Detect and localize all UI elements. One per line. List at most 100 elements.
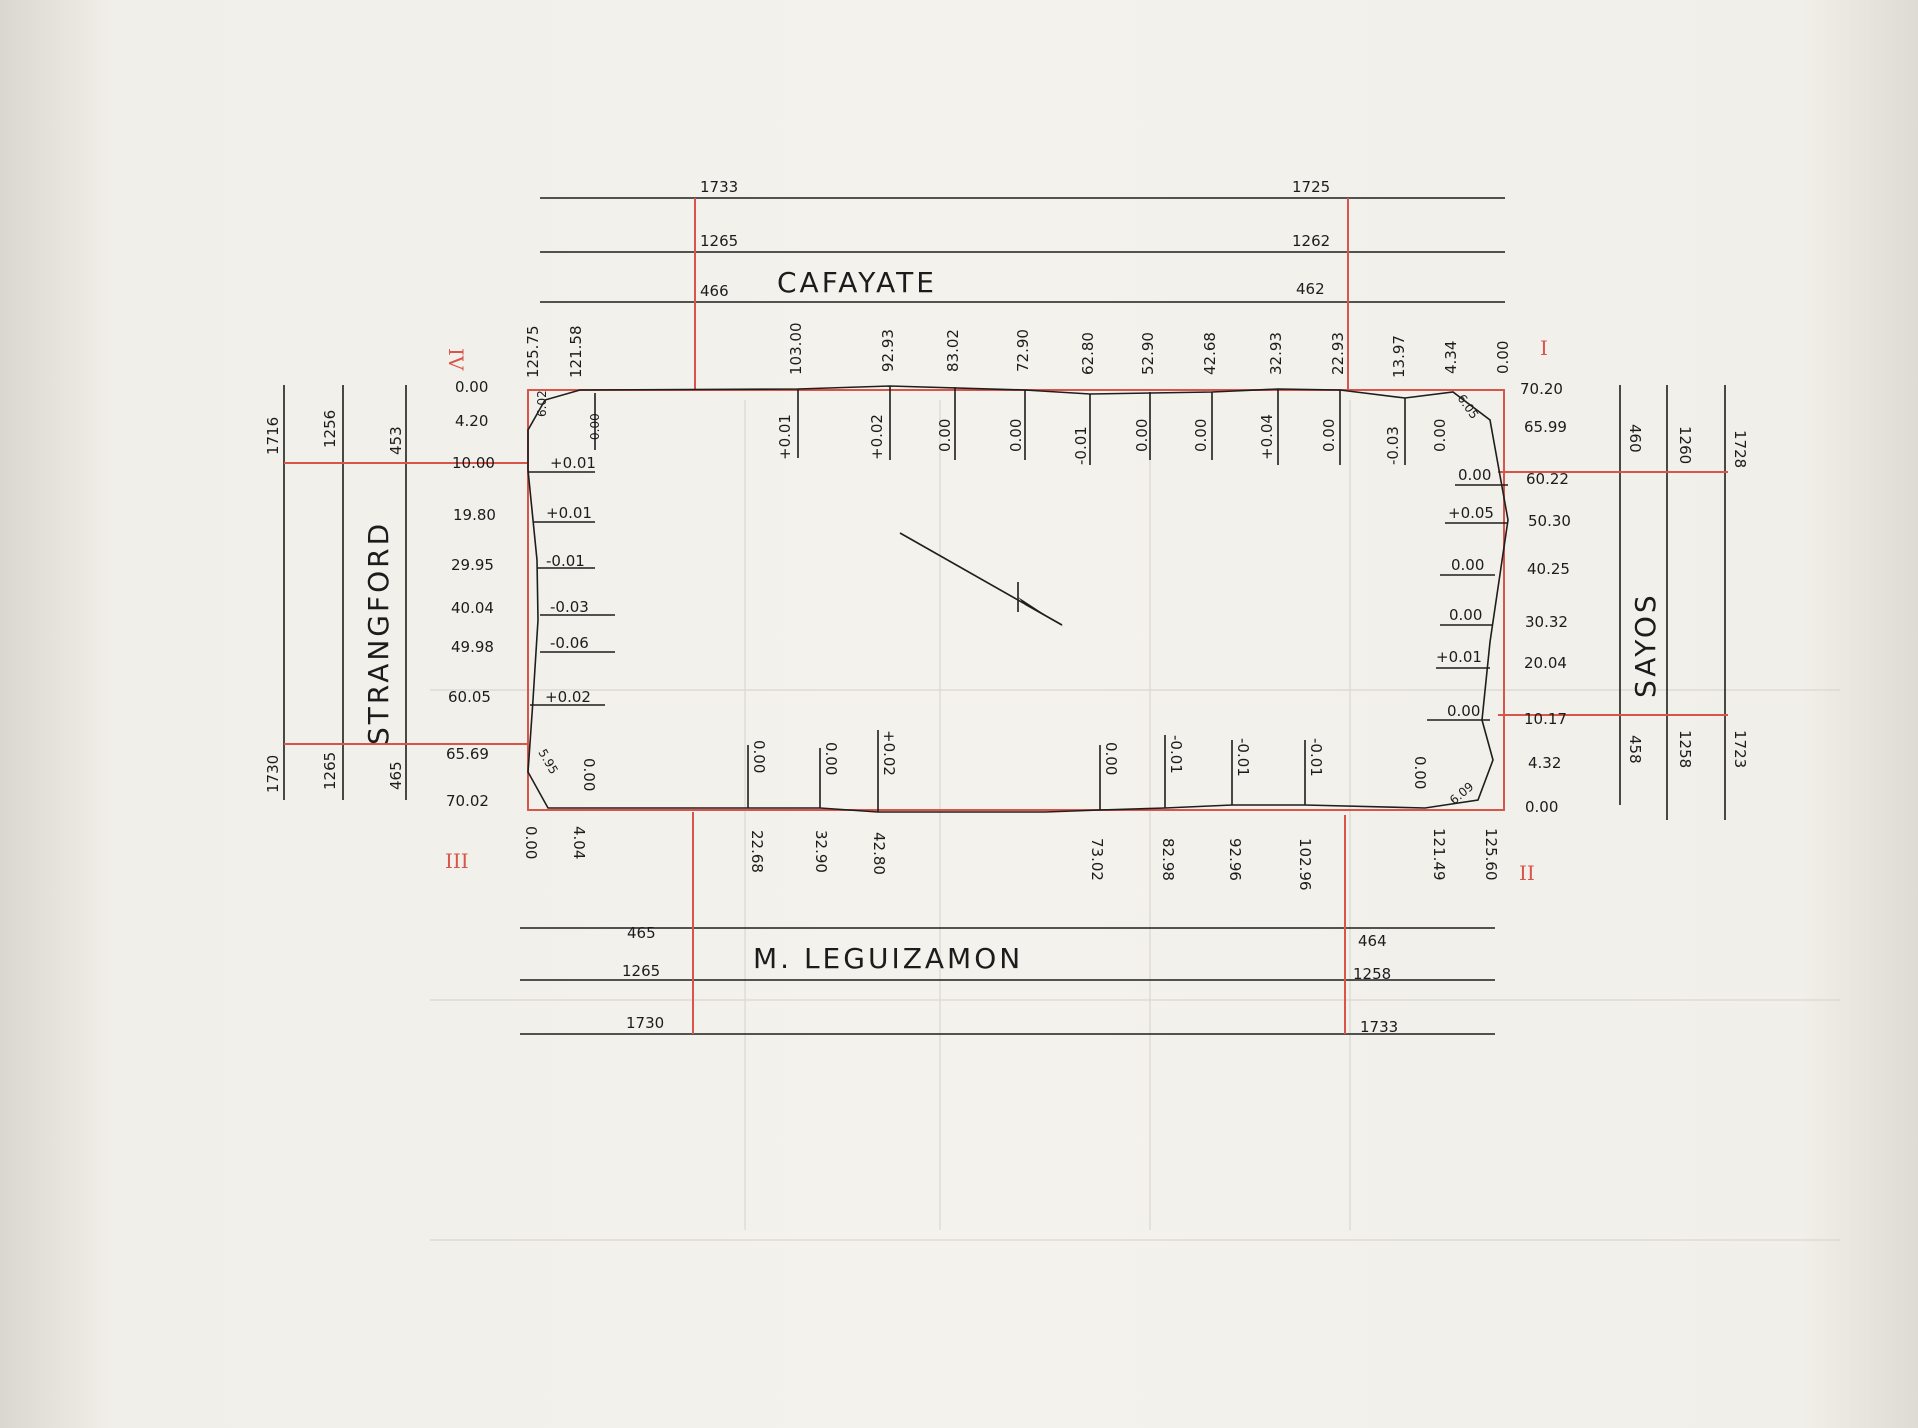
offset-label: 0.00 <box>1447 702 1480 720</box>
offset-label: +0.02 <box>545 688 591 706</box>
station-label: 125.60 <box>1482 828 1500 881</box>
offset-label: +0.05 <box>1448 504 1494 522</box>
offset-label: -0.01 <box>546 552 585 570</box>
station-label: 83.02 <box>944 329 962 372</box>
street-name-bottom: M. LEGUIZAMON <box>753 942 1023 975</box>
offset-label: 0.00 <box>822 742 840 775</box>
offset-label: +0.01 <box>1436 648 1482 666</box>
street-number: 1723 <box>1731 730 1749 768</box>
block-outline <box>527 385 1509 813</box>
station-label: 4.20 <box>455 412 488 430</box>
red-reference-lines <box>284 198 1728 1034</box>
street-number: 460 <box>1626 424 1644 453</box>
offset-label: -0.03 <box>1384 426 1402 465</box>
left-stations: 0.00 4.20 10.00 19.80 29.95 40.04 49.98 … <box>446 378 496 810</box>
street-number: 1730 <box>264 755 282 793</box>
station-label: 29.95 <box>451 556 494 574</box>
offset-label: 6.05 <box>1455 392 1482 422</box>
offset-label: 0.00 <box>1449 606 1482 624</box>
street-number: 1716 <box>264 417 282 455</box>
offset-label: 0.00 <box>1431 419 1449 452</box>
corner-label-iv: IV <box>444 348 468 371</box>
street-number: 1730 <box>626 1014 664 1032</box>
offset-label: 0.00 <box>1007 419 1025 452</box>
station-label: 32.90 <box>812 830 830 873</box>
offset-label: +0.04 <box>1258 414 1276 460</box>
bottom-stations: 0.00 4.04 22.68 32.90 42.80 73.02 82.98 … <box>522 826 1500 891</box>
offset-label: 0.00 <box>1320 419 1338 452</box>
station-label: 72.90 <box>1014 329 1032 372</box>
station-label: 65.69 <box>446 745 489 763</box>
station-label: 4.34 <box>1442 341 1460 374</box>
offset-label: 0.00 <box>750 740 768 773</box>
station-label: 0.00 <box>1525 798 1558 816</box>
station-label: 20.04 <box>1524 654 1567 672</box>
street-number: 1265 <box>622 962 660 980</box>
right-stations: 70.20 65.99 60.22 50.30 40.25 30.32 20.0… <box>1520 380 1571 816</box>
offset-label: 0.00 <box>1133 419 1151 452</box>
station-label: 30.32 <box>1525 613 1568 631</box>
station-label: 42.68 <box>1201 332 1219 375</box>
offset-ticks <box>528 386 1508 812</box>
offset-label: 0.00 <box>936 419 954 452</box>
station-label: 10.00 <box>452 454 495 472</box>
offset-label: -0.01 <box>1072 426 1090 465</box>
street-name-top: CAFAYATE <box>777 266 937 299</box>
offset-label: 0.00 <box>1192 419 1210 452</box>
station-label: 52.90 <box>1139 332 1157 375</box>
street-number: 1260 <box>1676 426 1694 464</box>
station-label: 70.20 <box>1520 380 1563 398</box>
station-label: 121.58 <box>567 326 585 379</box>
street-number: 1258 <box>1676 730 1694 768</box>
street-number: 453 <box>387 426 405 455</box>
offset-label: -0.01 <box>1167 735 1185 774</box>
offset-label: -0.03 <box>550 598 589 616</box>
street-number: 1733 <box>700 178 738 196</box>
station-label: 70.02 <box>446 792 489 810</box>
offset-label: -0.06 <box>550 634 589 652</box>
street-number: 458 <box>1626 735 1644 764</box>
station-label: 40.04 <box>451 599 494 617</box>
offset-label: 0.00 <box>1451 556 1484 574</box>
corner-label-iii: III <box>445 849 469 873</box>
street-number: 1725 <box>1292 178 1330 196</box>
offset-label: 0.00 <box>1411 756 1429 789</box>
station-label: 42.80 <box>870 832 888 875</box>
station-label: 103.00 <box>787 323 805 376</box>
street-name-right: SAYOS <box>1629 592 1662 698</box>
top-street-numbers: 1733 1725 1265 1262 466 462 <box>700 178 1330 300</box>
station-label: 19.80 <box>453 506 496 524</box>
bottom-offsets: 5.95 0.00 0.00 0.00 +0.02 0.00 -0.01 -0.… <box>535 730 1476 807</box>
street-number: 1265 <box>700 232 738 250</box>
street-number: 1258 <box>1353 965 1391 983</box>
offset-label: 6.02 <box>535 390 549 417</box>
bottom-street-numbers: 465 464 1265 1258 1730 1733 <box>622 924 1398 1036</box>
station-label: 125.75 <box>524 326 542 379</box>
station-label: 82.98 <box>1159 838 1177 881</box>
corner-label-i: I <box>1540 336 1548 360</box>
street-number: 466 <box>700 282 729 300</box>
left-offsets: +0.01 +0.01 -0.01 -0.03 -0.06 +0.02 <box>545 454 596 706</box>
street-number: 465 <box>387 761 405 790</box>
station-label: 60.22 <box>1526 470 1569 488</box>
offset-label: +0.02 <box>868 414 886 460</box>
left-street-numbers: 1716 1256 453 1730 1265 465 <box>264 410 405 793</box>
offset-label: 5.95 <box>535 747 560 777</box>
offset-label: -0.01 <box>1234 738 1252 777</box>
street-number: 462 <box>1296 280 1325 298</box>
offset-label: -0.01 <box>1307 738 1325 777</box>
station-label: 0.00 <box>455 378 488 396</box>
offset-label: +0.01 <box>776 414 794 460</box>
station-label: 10.17 <box>1524 710 1567 728</box>
street-lines <box>283 197 1726 1035</box>
street-number: 464 <box>1358 932 1387 950</box>
offset-label: +0.02 <box>880 730 898 776</box>
offset-label: 0.00 <box>1458 466 1491 484</box>
paper-grid <box>430 400 1840 1241</box>
station-label: 32.93 <box>1267 332 1285 375</box>
street-name-left: STRANGFORD <box>362 521 395 745</box>
station-label: 22.93 <box>1329 332 1347 375</box>
street-number: 1262 <box>1292 232 1330 250</box>
